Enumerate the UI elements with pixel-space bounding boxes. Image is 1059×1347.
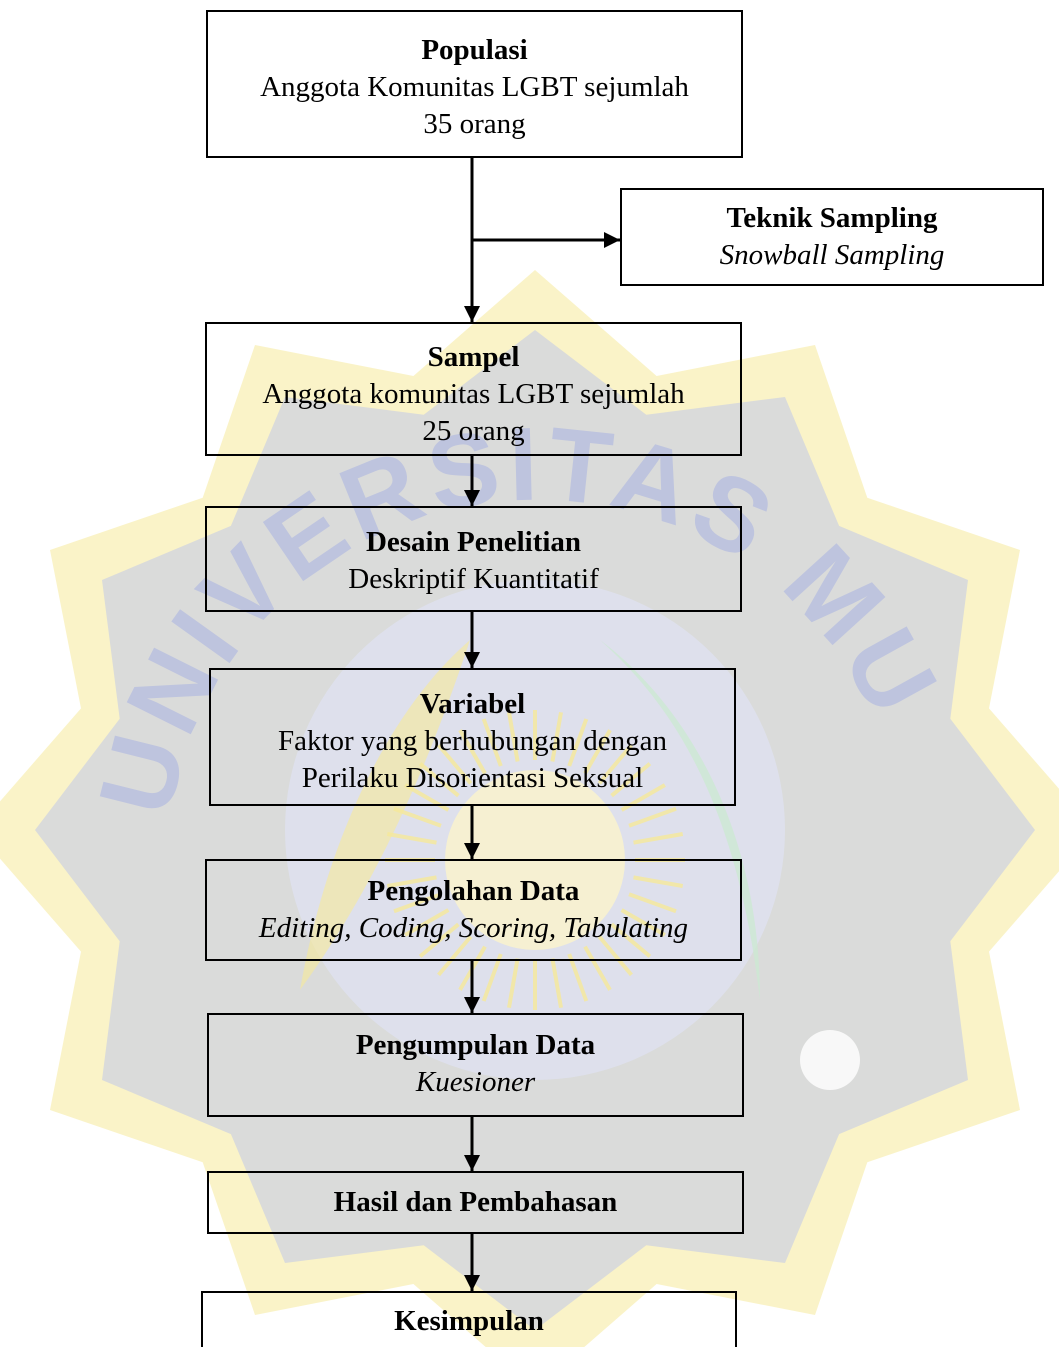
node-pengumpulan-title: Pengumpulan Data <box>355 1029 596 1061</box>
node-populasi-line-1: Anggota Komunitas LGBT sejumlah <box>260 71 689 103</box>
arrowhead-teknik-sampling <box>604 232 620 248</box>
node-variabel-line-2: Perilaku Disorientasi Seksual <box>301 762 644 794</box>
node-kesimpulan-title: Kesimpulan <box>394 1305 544 1337</box>
node-hasil-title: Hasil dan Pembahasan <box>333 1186 618 1218</box>
arrowhead-populasi-sampel <box>464 306 480 322</box>
node-variabel: Variabel Faktor yang berhubungan dengan … <box>209 668 736 806</box>
arrowhead-hasil-kesimpulan <box>464 1275 480 1291</box>
node-pengumpulan-line-1: Kuesioner <box>415 1066 536 1098</box>
node-pengolahan-line-1: Editing, Coding, Scoring, Tabulating <box>258 912 689 944</box>
node-teknik-line-1: Snowball Sampling <box>719 239 945 271</box>
node-populasi-line-2: 35 orang <box>423 108 526 140</box>
node-teknik-sampling: Teknik Sampling Snowball Sampling <box>620 188 1044 286</box>
arrowhead-sampel-desain <box>464 490 480 506</box>
node-sampel-line-2: 25 orang <box>422 415 525 447</box>
arrowhead-variabel-pengolahan <box>464 843 480 859</box>
node-populasi-title: Populasi <box>421 34 528 66</box>
node-kesimpulan: Kesimpulan <box>201 1291 737 1347</box>
node-pengolahan-data: Pengolahan Data Editing, Coding, Scoring… <box>205 859 742 961</box>
arrowhead-pengolahan-pengumpulan <box>464 997 480 1013</box>
arrowhead-desain-variabel <box>464 652 480 668</box>
node-populasi: Populasi Anggota Komunitas LGBT sejumlah… <box>206 10 743 158</box>
node-sampel: Sampel Anggota komunitas LGBT sejumlah 2… <box>205 322 742 456</box>
node-teknik-title: Teknik Sampling <box>726 202 938 234</box>
arrowhead-pengumpulan-hasil <box>464 1155 480 1171</box>
node-pengumpulan-data: Pengumpulan Data Kuesioner <box>207 1013 744 1117</box>
node-desain-line-1: Deskriptif Kuantitatif <box>348 563 599 595</box>
node-variabel-title: Variabel <box>419 688 526 720</box>
node-desain-penelitian: Desain Penelitian Deskriptif Kuantitatif <box>205 506 742 612</box>
node-variabel-line-1: Faktor yang berhubungan dengan <box>278 725 667 757</box>
node-desain-title: Desain Penelitian <box>365 526 582 558</box>
node-hasil-pembahasan: Hasil dan Pembahasan <box>207 1171 744 1234</box>
node-sampel-title: Sampel <box>427 341 520 373</box>
node-pengolahan-title: Pengolahan Data <box>367 875 580 907</box>
node-sampel-line-1: Anggota komunitas LGBT sejumlah <box>262 378 685 410</box>
